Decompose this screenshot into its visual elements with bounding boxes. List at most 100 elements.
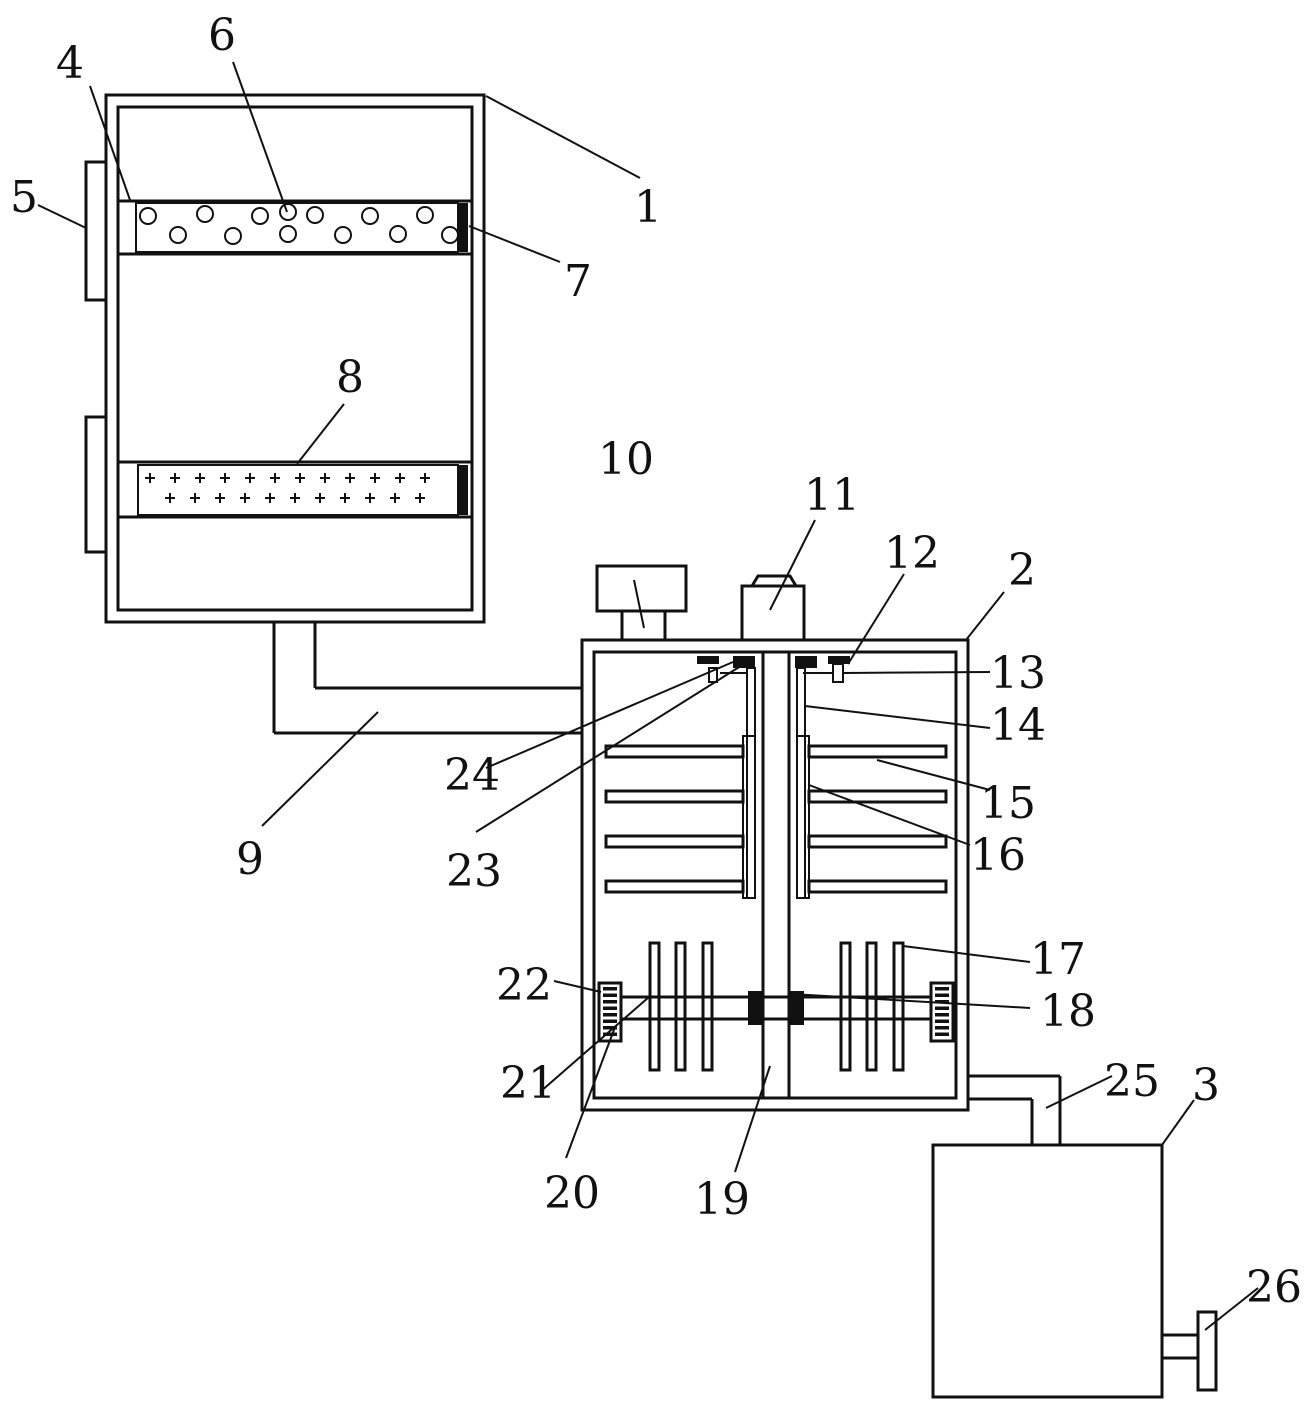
- gear-tooth: [603, 1032, 617, 1036]
- filter-cross: [365, 493, 375, 503]
- label-20: 20: [544, 1168, 600, 1219]
- gear-tooth: [603, 1019, 617, 1023]
- filter-pore: [169, 226, 187, 244]
- label-26: 26: [1246, 1262, 1302, 1313]
- gear-tooth: [603, 1026, 617, 1030]
- filter-cross: [265, 493, 275, 503]
- filter-pore: [251, 207, 269, 225]
- filter-cross: [290, 493, 300, 503]
- gear-tooth: [935, 1032, 949, 1036]
- motor-11: [740, 574, 806, 642]
- filter-cross: [145, 473, 155, 483]
- label-17: 17: [1030, 934, 1086, 985]
- crossbar-18: [608, 991, 944, 1025]
- filter-cross: [195, 473, 205, 483]
- gear-tooth: [935, 1000, 949, 1004]
- label-1: 1: [634, 182, 662, 233]
- filter-cross: [345, 473, 355, 483]
- label-10: 10: [598, 434, 654, 485]
- filter-cross: [370, 473, 380, 483]
- label-21: 21: [500, 1058, 556, 1109]
- label-25: 25: [1104, 1056, 1160, 1107]
- filter-cross: [420, 473, 430, 483]
- filter-cross: [315, 493, 325, 503]
- filter-pore: [139, 207, 157, 225]
- label-4: 4: [56, 38, 84, 89]
- filter-pore: [224, 227, 242, 245]
- filter-cross: [415, 493, 425, 503]
- filter-cross: [295, 473, 305, 483]
- filter-cross: [270, 473, 280, 483]
- filter-cross: [320, 473, 330, 483]
- gear-tooth: [603, 1006, 617, 1010]
- label-24: 24: [444, 750, 500, 801]
- label-7: 7: [564, 256, 592, 307]
- filter-cross: [395, 473, 405, 483]
- filter-cross: [340, 493, 350, 503]
- filter-cross: [165, 493, 175, 503]
- filter-pore: [361, 207, 379, 225]
- labels: 1 2 3 4 5 6 7 8 9 10 11 12 13 14 15 16 1…: [10, 10, 1302, 1313]
- baffles-15: [604, 744, 948, 894]
- filter-pore: [389, 225, 407, 243]
- label-14: 14: [990, 700, 1046, 751]
- tank-3: [931, 1143, 1164, 1399]
- side-door-5: [84, 160, 108, 302]
- side-door-lower: [84, 415, 108, 554]
- gear-tooth: [603, 987, 617, 991]
- valve-26: [1162, 1310, 1218, 1392]
- label-15: 15: [980, 778, 1036, 829]
- label-3: 3: [1192, 1060, 1220, 1111]
- label-11: 11: [804, 470, 860, 521]
- label-23: 23: [446, 846, 502, 897]
- filter-layer-8: [118, 460, 472, 519]
- label-22: 22: [496, 960, 552, 1011]
- label-2: 2: [1008, 545, 1036, 596]
- filter-pore: [196, 205, 214, 223]
- label-6: 6: [208, 10, 236, 61]
- gear-tooth: [603, 1000, 617, 1004]
- filter-layer-6: [118, 199, 472, 256]
- label-5: 5: [10, 172, 38, 223]
- gear-tooth: [935, 1026, 949, 1030]
- gear-tooth: [603, 1013, 617, 1017]
- label-16: 16: [970, 830, 1026, 881]
- filter-cross: [390, 493, 400, 503]
- gear-tooth: [935, 1006, 949, 1010]
- filter-pore: [306, 206, 324, 224]
- label-8: 8: [336, 352, 364, 403]
- central-shaft-19: [761, 652, 791, 1098]
- filter-pore: [416, 206, 434, 224]
- feed-inlet-10: [595, 564, 688, 642]
- filter-cross: [245, 473, 255, 483]
- label-19: 19: [694, 1174, 750, 1225]
- filter-cross: [220, 473, 230, 483]
- filter-cross: [190, 493, 200, 503]
- filter-cross: [170, 473, 180, 483]
- label-9: 9: [236, 834, 264, 885]
- filter-pore: [441, 226, 459, 244]
- pipe-9: [272, 622, 582, 735]
- leader-lines: [37, 61, 1259, 1331]
- sleeve-16: [742, 667, 810, 899]
- filter-cross: [240, 493, 250, 503]
- filter-pore: [279, 203, 297, 221]
- tank-2: [580, 638, 970, 1112]
- top-bearing-assembly: [697, 656, 850, 683]
- label-18: 18: [1040, 986, 1096, 1037]
- filter-pore: [334, 226, 352, 244]
- gear-tooth: [935, 1019, 949, 1023]
- label-13: 13: [990, 648, 1046, 699]
- gear-tooth: [603, 993, 617, 997]
- label-12: 12: [884, 528, 940, 579]
- tank-1: [104, 93, 486, 624]
- filter-cross: [215, 493, 225, 503]
- filter-pore: [279, 225, 297, 243]
- gear-tooth: [935, 987, 949, 991]
- gear-rack-right: [929, 981, 955, 1043]
- gear-tooth: [935, 1013, 949, 1017]
- gear-tooth: [935, 993, 949, 997]
- outlet-pipe-25: [968, 1074, 1062, 1145]
- stirring-rods-17: [648, 941, 905, 1072]
